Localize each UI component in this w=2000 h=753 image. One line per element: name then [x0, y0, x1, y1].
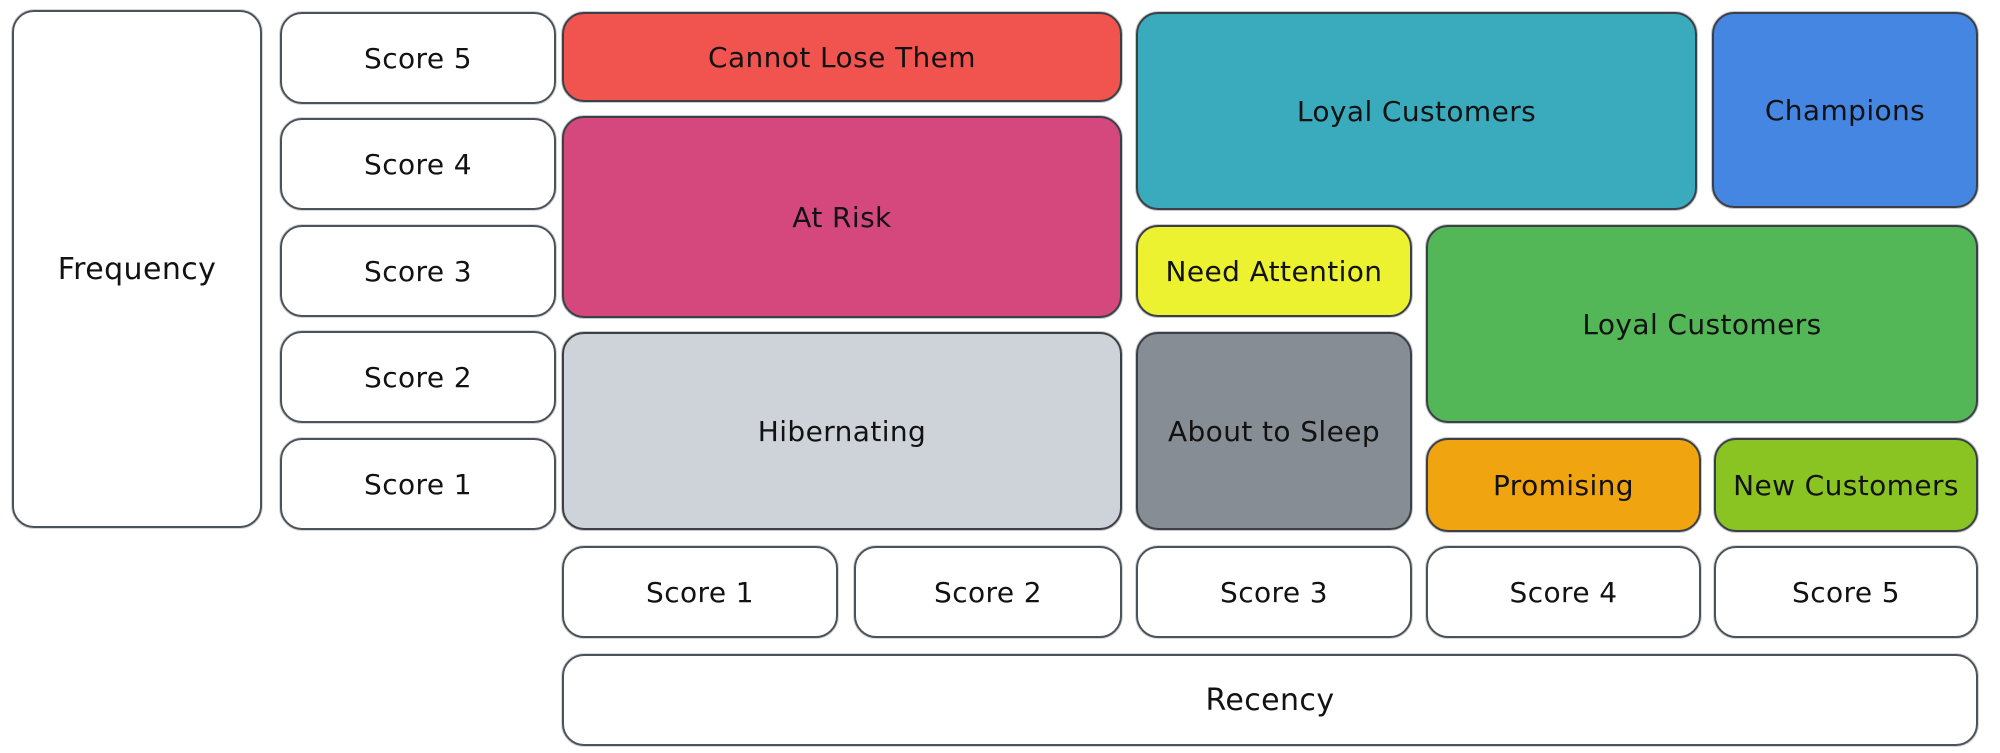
segment-champions: Champions: [1712, 12, 1978, 208]
frequency-score-box-2: Score 2: [280, 331, 556, 423]
segment-at-risk: At Risk: [562, 116, 1122, 318]
frequency-score-box-3: Score 3: [280, 225, 556, 317]
segment-hibernating: Hibernating: [562, 332, 1122, 530]
recency-score-box-2: Score 2: [854, 546, 1122, 638]
segment-loyal-customers-upper: Loyal Customers: [1136, 12, 1697, 210]
segment-loyal-customers-lower: Loyal Customers: [1426, 225, 1978, 423]
recency-axis-label: Recency: [562, 654, 1978, 746]
frequency-axis-label: Frequency: [12, 10, 262, 528]
segment-need-attention: Need Attention: [1136, 225, 1412, 317]
recency-score-box-3: Score 3: [1136, 546, 1412, 638]
segment-promising: Promising: [1426, 438, 1701, 532]
recency-score-box-1: Score 1: [562, 546, 838, 638]
recency-score-box-5: Score 5: [1714, 546, 1978, 638]
segment-cannot-lose-them: Cannot Lose Them: [562, 12, 1122, 102]
frequency-score-box-1: Score 1: [280, 438, 556, 530]
frequency-score-box-5: Score 5: [280, 12, 556, 104]
frequency-score-box-4: Score 4: [280, 118, 556, 210]
segment-about-to-sleep: About to Sleep: [1136, 332, 1412, 530]
recency-score-box-4: Score 4: [1426, 546, 1701, 638]
segment-new-customers: New Customers: [1714, 438, 1978, 532]
